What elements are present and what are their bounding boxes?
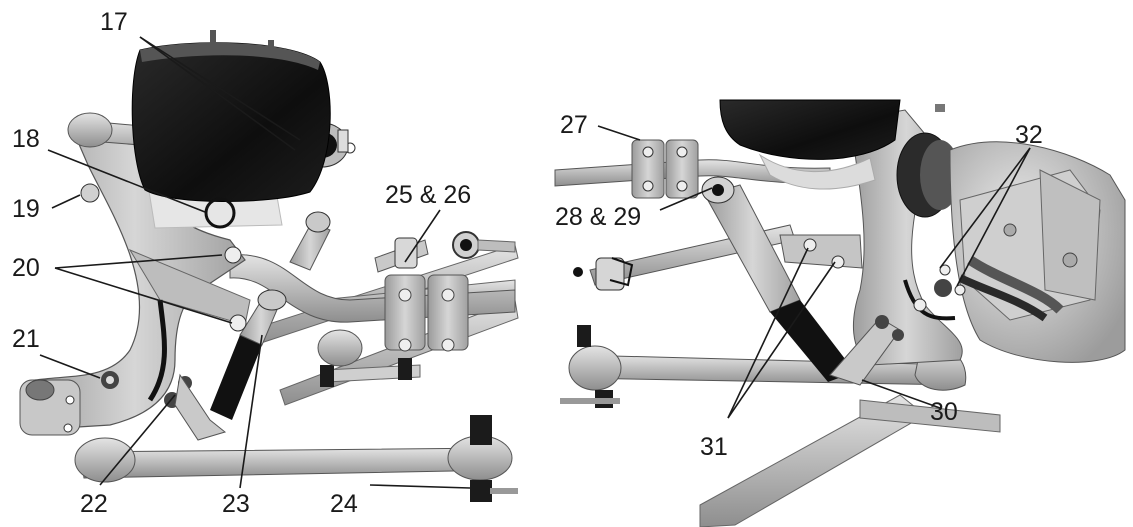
callout-28-29: 28 & 29	[555, 203, 641, 231]
clamps-right	[631, 139, 699, 199]
stabilizer-bar-left	[229, 231, 516, 352]
callout-17: 17	[100, 8, 128, 36]
left-view	[19, 30, 519, 502]
callout-27: 27	[560, 111, 588, 139]
callout-24: 24	[330, 490, 358, 518]
callout-30: 30	[930, 398, 958, 426]
callout-21: 21	[12, 325, 40, 353]
shock-absorber-right	[701, 176, 855, 382]
callout-23: 23	[222, 490, 250, 518]
knuckle-casting-right	[779, 109, 963, 386]
front-bar-right	[699, 394, 1001, 527]
callout-19: 19	[12, 195, 40, 223]
knuckle-casting-left	[19, 123, 251, 441]
callout-20: 20	[12, 254, 40, 282]
air-spring-left	[131, 30, 331, 229]
callout-18: 18	[12, 125, 40, 153]
callout-32: 32	[1015, 121, 1043, 149]
lower-rod-left	[74, 415, 518, 502]
callout-22: 22	[80, 490, 108, 518]
air-spring-right	[719, 99, 945, 190]
shock-absorber-left	[210, 211, 331, 420]
brake-assembly-right	[896, 132, 1126, 363]
callout-25-26: 25 & 26	[385, 181, 471, 209]
leader-lines	[39, 36, 1031, 489]
callout-31: 31	[700, 433, 728, 461]
right-view	[554, 99, 1126, 527]
callout-labels: 17 18 19 20 21 22 23 24 25 & 26 27 28 & …	[12, 8, 1043, 518]
